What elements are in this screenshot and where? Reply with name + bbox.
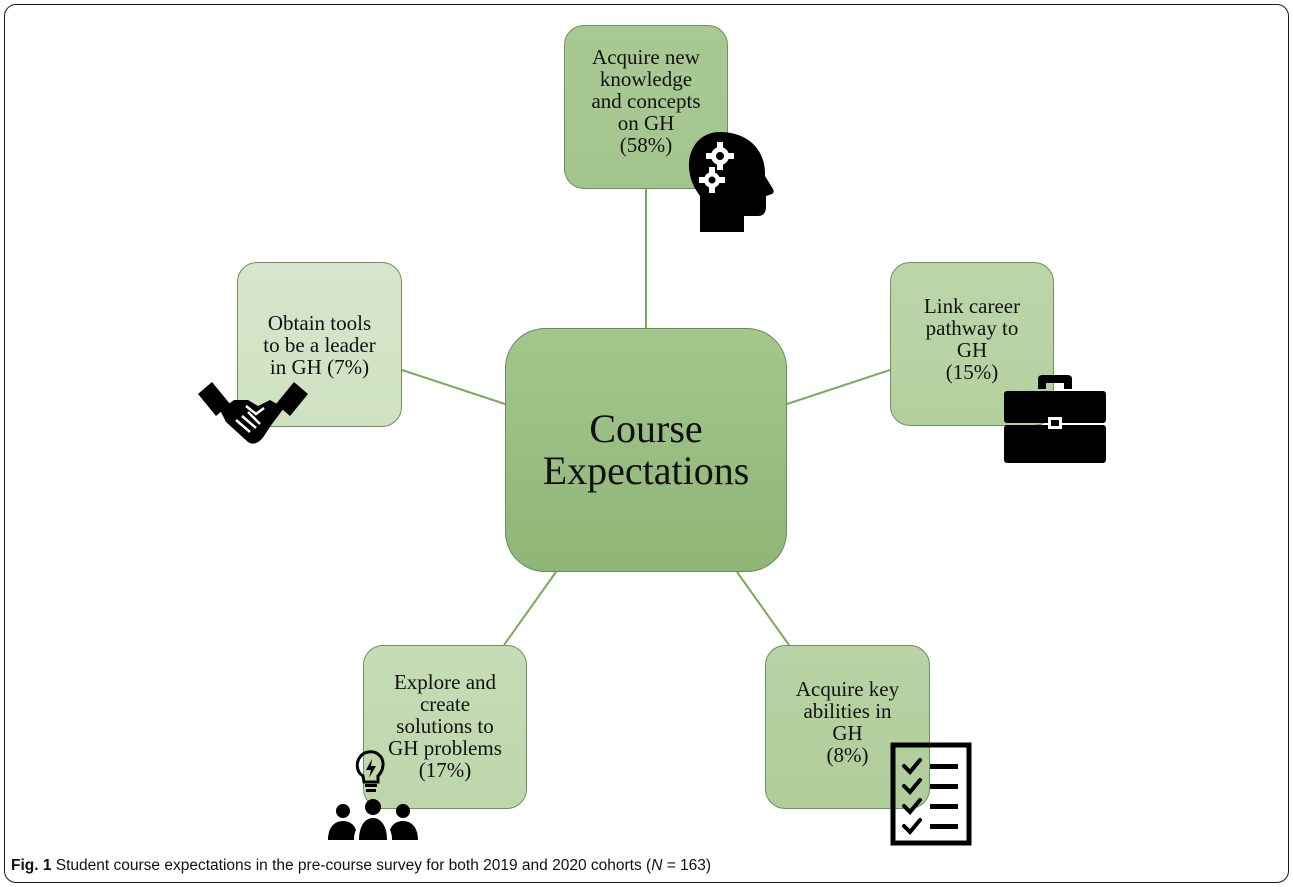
connector-right	[786, 369, 891, 405]
node-explore-solutions: Explore and create solutions to GH probl…	[363, 645, 527, 809]
node-leader-tools: Obtain tools to be a leader in GH (7%)	[237, 262, 402, 427]
lightbulb-people-icon	[328, 750, 418, 840]
caption-n-symbol: N	[651, 857, 663, 874]
handshake-icon	[198, 382, 308, 444]
checklist-icon	[890, 742, 972, 846]
node-acquire-knowledge: Acquire new knowledge and concepts on GH…	[564, 25, 728, 189]
caption-figure-label: Fig. 1	[11, 857, 52, 874]
connector-bottom-right	[736, 571, 790, 646]
connector-left	[401, 369, 506, 405]
head-gears-icon	[688, 132, 774, 232]
connector-bottom-left	[503, 571, 557, 646]
central-node-course-expectations: Course Expectations	[505, 328, 787, 572]
node-key-abilities: Acquire key abilities in GH (8%)	[765, 645, 930, 809]
briefcase-icon	[1004, 375, 1106, 463]
caption-text-before: Student course expectations in the pre-c…	[51, 857, 652, 874]
caption-text-after: = 163)	[662, 857, 712, 874]
figure-caption: Fig. 1 Student course expectations in th…	[11, 857, 711, 875]
figure-frame	[4, 4, 1289, 883]
